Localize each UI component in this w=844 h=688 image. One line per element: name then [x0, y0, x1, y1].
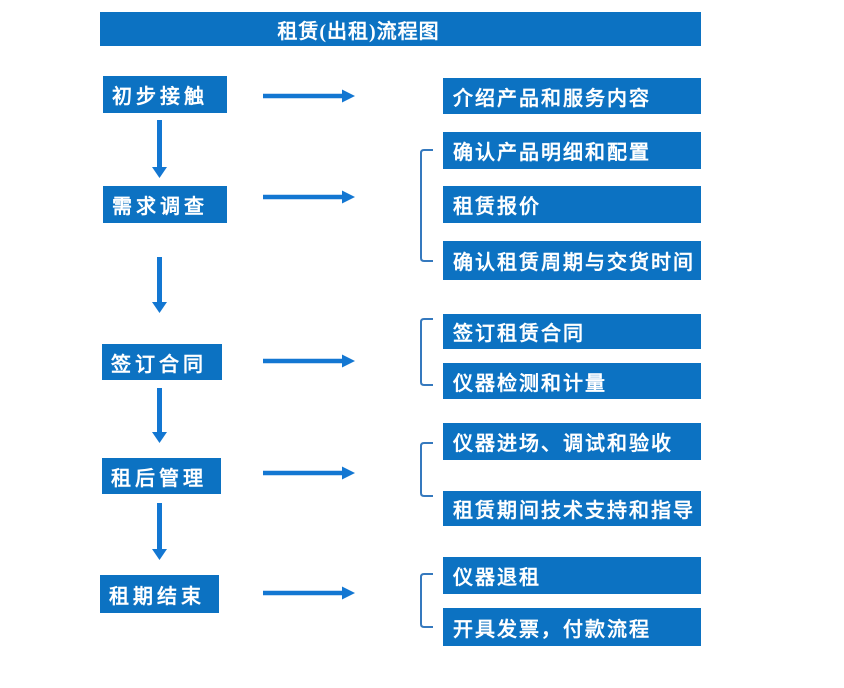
arrow-step4-down-icon — [152, 503, 167, 560]
flowchart-title: 租赁(出租)流程图 — [277, 20, 440, 43]
detail-box-sign-rental-contract: 签订租赁合同 — [443, 314, 701, 349]
bracket-group5-icon — [420, 573, 433, 628]
step-box-demand-survey: 需求调查 — [103, 186, 227, 223]
step-box-initial-contact: 初步接触 — [103, 76, 227, 113]
detail-box-instrument-testing: 仪器检测和计量 — [443, 363, 701, 399]
step-box-sign-contract: 签订合同 — [102, 344, 222, 380]
arrow-step3-down-icon — [152, 388, 167, 443]
flowchart-title-bar: 租赁(出租)流程图 — [100, 12, 701, 46]
detail-box-confirm-product-config: 确认产品明细和配置 — [443, 132, 701, 169]
step-box-rental-end: 租期结束 — [100, 575, 219, 613]
arrow-step1-right-icon — [263, 89, 355, 103]
arrow-step4-right-icon — [263, 466, 355, 480]
step-box-post-rental-management: 租后管理 — [102, 458, 221, 494]
detail-box-rental-quotation: 租赁报价 — [443, 186, 701, 223]
arrow-step5-right-icon — [263, 586, 355, 600]
detail-box-invoice-payment: 开具发票，付款流程 — [443, 608, 701, 646]
detail-box-introduce-products: 介绍产品和服务内容 — [443, 78, 701, 114]
bracket-group4-icon — [420, 442, 433, 497]
arrow-step2-right-icon — [263, 190, 355, 204]
bracket-group3-icon — [420, 318, 433, 386]
detail-box-confirm-period-delivery: 确认租赁周期与交货时间 — [443, 241, 701, 280]
arrow-step3-right-icon — [263, 354, 355, 368]
arrow-step1-down-icon — [152, 120, 167, 178]
detail-box-technical-support: 租赁期间技术支持和指导 — [443, 491, 701, 526]
detail-box-instrument-return: 仪器退租 — [443, 557, 701, 594]
arrow-step2-down-icon — [152, 257, 167, 313]
detail-box-instrument-arrival: 仪器进场、调试和验收 — [443, 423, 701, 460]
bracket-group2-icon — [420, 149, 433, 262]
